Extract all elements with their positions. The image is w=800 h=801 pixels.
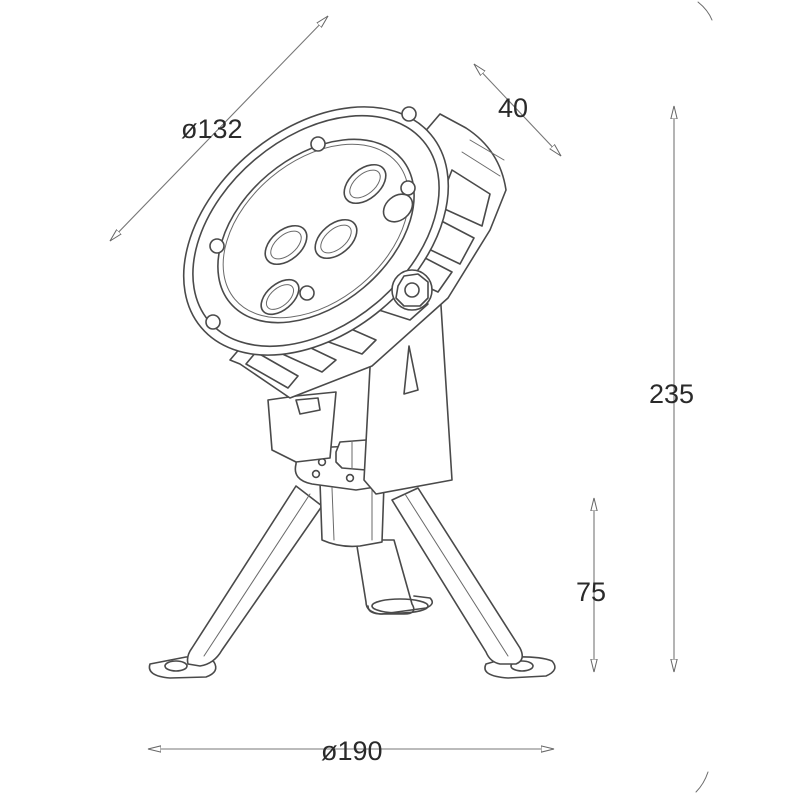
frame-corner-bottom-right	[695, 771, 709, 793]
led-lens	[314, 218, 358, 260]
rear-leg	[355, 539, 415, 615]
dim-line-head-diameter	[110, 16, 328, 241]
tripod-base	[148, 481, 556, 679]
led-lens	[382, 193, 414, 223]
bezel-screw	[209, 238, 225, 254]
led-lenses	[260, 163, 414, 316]
pivot-bolt	[391, 269, 433, 311]
bezel-screw	[310, 136, 326, 152]
label-head-depth: 40	[498, 93, 528, 123]
light-head	[182, 106, 507, 415]
label-total-height: 235	[649, 379, 694, 409]
bezel-screw	[400, 180, 416, 196]
dim-line-head-depth	[474, 64, 561, 156]
bezel-screw	[205, 314, 221, 330]
led-lens	[264, 224, 308, 266]
label-head-diameter: ø132	[181, 114, 243, 144]
label-base-diameter: ø190	[321, 736, 383, 766]
head-lower-lug	[295, 397, 321, 415]
bezel-screw	[401, 106, 417, 122]
led-lens	[343, 163, 387, 205]
tripod-hub	[319, 481, 385, 548]
label-base-height: 75	[576, 577, 606, 607]
frame-corner-top-right	[697, 1, 713, 21]
bezel-screw	[299, 285, 315, 301]
left-leg	[186, 485, 323, 667]
front-arm-triangle-mark	[403, 345, 419, 395]
led-lens	[260, 278, 300, 316]
